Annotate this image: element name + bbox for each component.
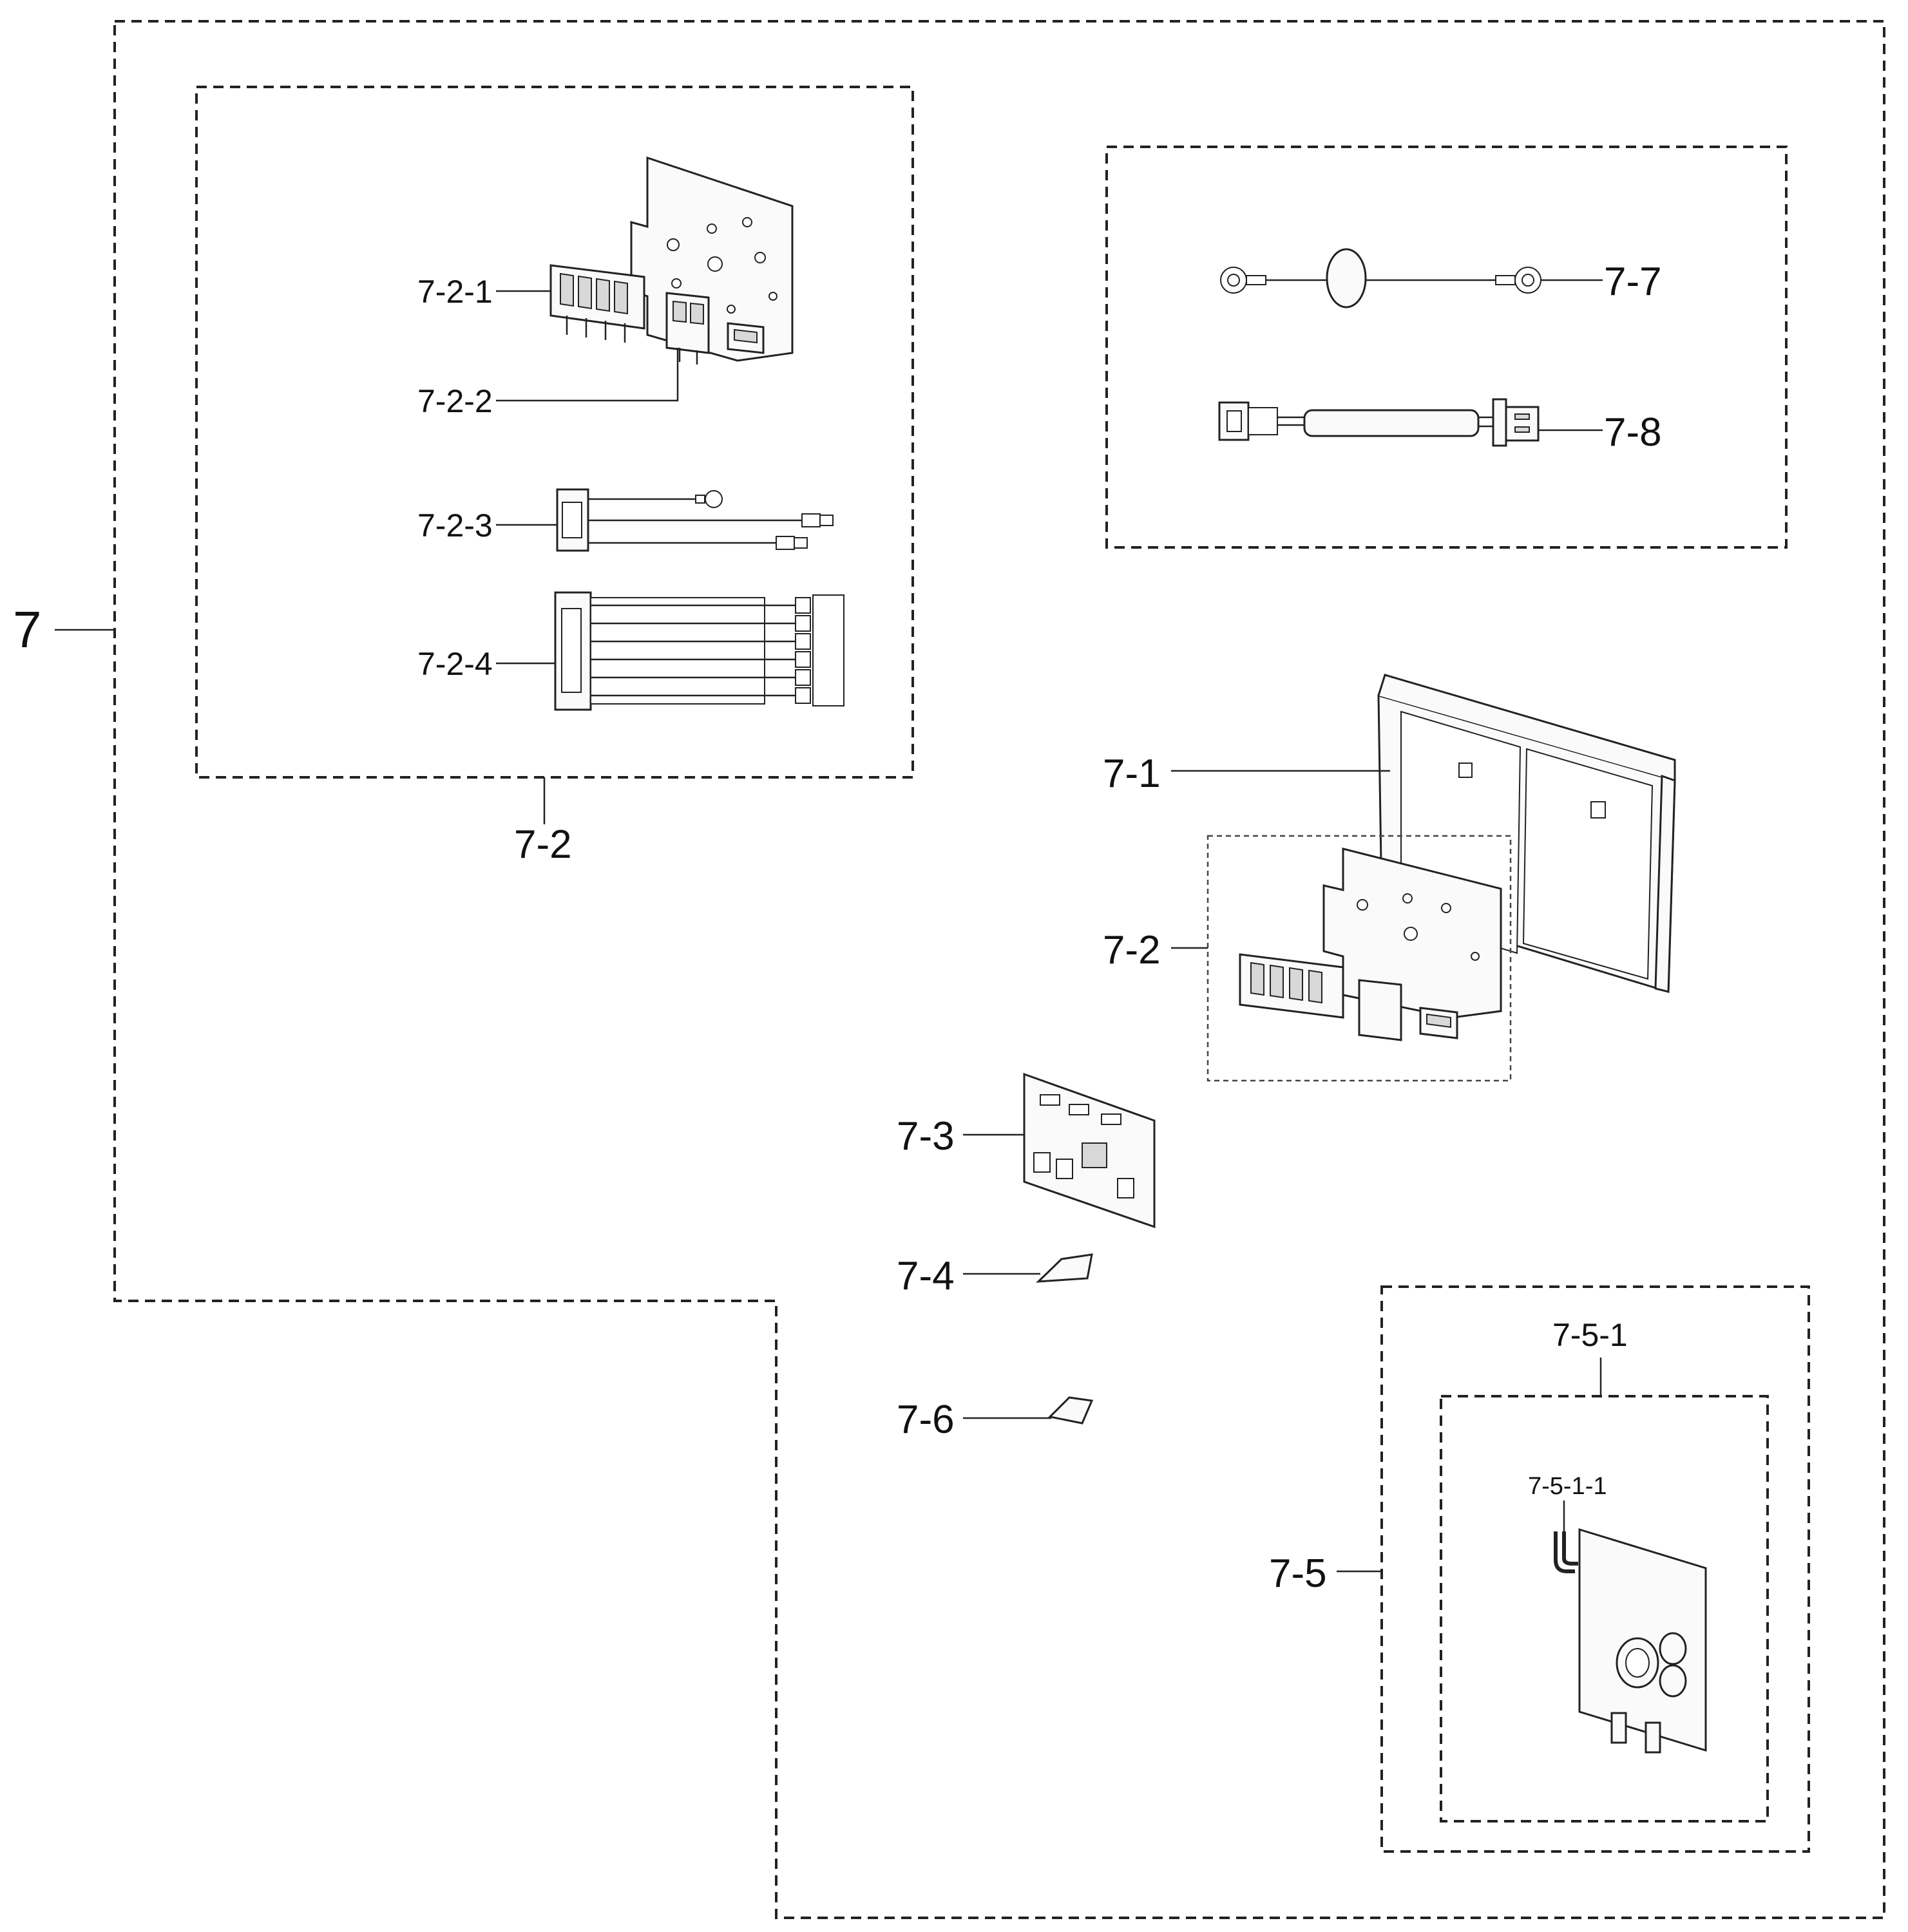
main-pcb-7-3	[1023, 1072, 1156, 1229]
label-4-label: 7-4	[897, 1254, 955, 1298]
harness-4-label: 7-2-4	[417, 646, 493, 682]
harness-7-2-4	[554, 591, 844, 711]
label-6-label: 7-6	[897, 1397, 955, 1442]
terminal-assy-exploded	[1239, 848, 1502, 1041]
assembly-7-boundary	[113, 20, 1885, 1919]
sub-pcb-lead-7-5-1-1	[1554, 1531, 1578, 1573]
sub-pcb-7-5-1	[1578, 1528, 1707, 1754]
wire-box	[1105, 146, 1788, 549]
sub-pcb-box	[1440, 1395, 1769, 1823]
label-7-4	[1036, 1253, 1093, 1283]
harness-7-2-3	[556, 488, 834, 552]
sub-pcb-lead-label: 7-5-1-1	[1528, 1473, 1607, 1500]
terminal-assy-label: 7-2	[514, 822, 572, 867]
connector-wire-7-8	[1218, 398, 1540, 447]
terminal-assy-exploded-label: 7-2	[1103, 928, 1161, 972]
sub-pcb-assy-label: 7-5	[1269, 1551, 1327, 1596]
small-connector	[727, 322, 765, 354]
label-7-6	[1047, 1396, 1094, 1425]
case-label: 7-1	[1103, 752, 1161, 796]
terminal-block-7-2-2	[665, 292, 710, 365]
sub-pcb-label: 7-5-1	[1552, 1317, 1628, 1353]
terminal-block-1-label: 7-2-1	[417, 274, 493, 310]
terminal-assy-box	[195, 86, 914, 779]
mounting-plate	[630, 156, 794, 362]
ground-wire-label: 7-7	[1604, 260, 1662, 304]
assembly-7-label: 7	[13, 601, 42, 658]
terminal-assy-exploded-box	[1207, 835, 1512, 1082]
main-pcb-label: 7-3	[897, 1114, 955, 1159]
harness-3-label: 7-2-3	[417, 507, 493, 544]
terminal-block-2-label: 7-2-2	[417, 383, 493, 419]
terminal-block-2-leader	[496, 348, 679, 402]
sub-pcb-assy-box	[1380, 1285, 1810, 1853]
connector-wire-label: 7-8	[1604, 410, 1662, 455]
terminal-block-7-2-1	[549, 264, 645, 343]
ground-wire-7-7	[1220, 248, 1541, 308]
